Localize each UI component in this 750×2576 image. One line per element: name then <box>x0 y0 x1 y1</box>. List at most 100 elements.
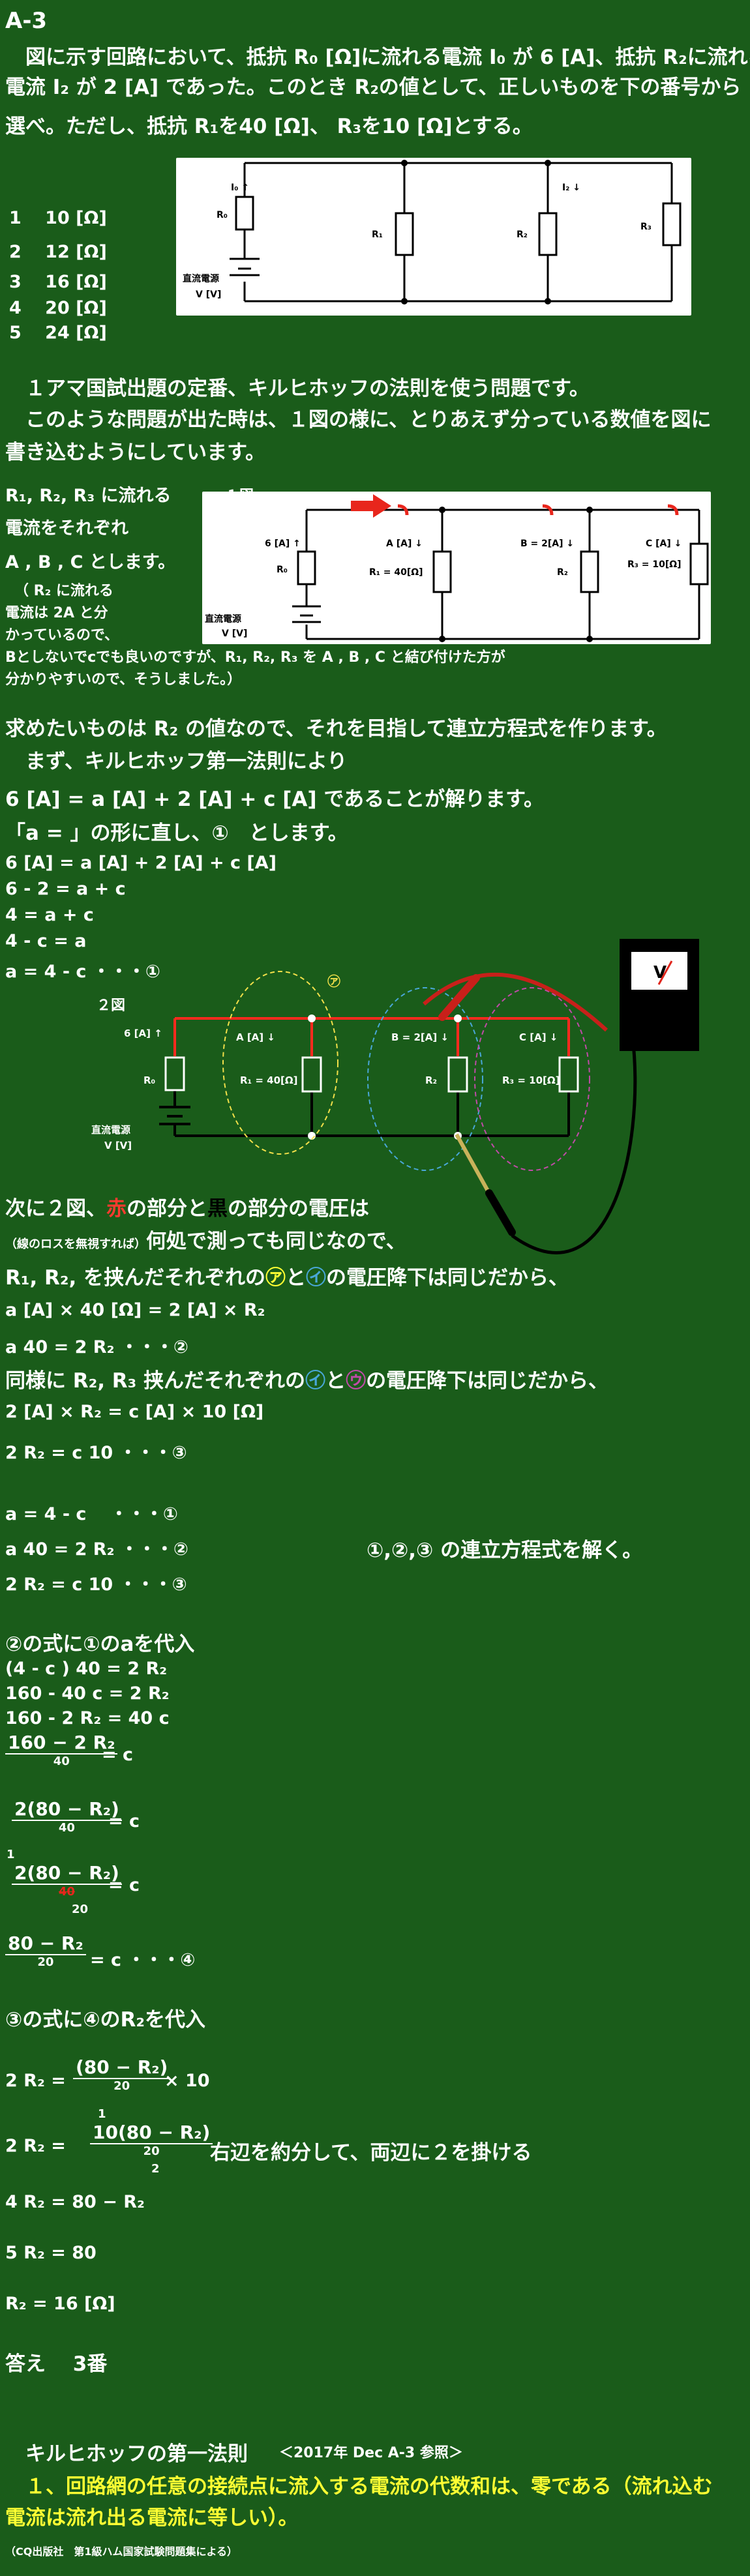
c1-r2-label: R₂ <box>517 229 528 240</box>
law-ref: ＜2017年 Dec A-3 参照＞ <box>279 2445 463 2461</box>
f2-r1-label: R₁ = 40[Ω] <box>240 1074 297 1086</box>
sec4-f3-twenty: 20 <box>72 1902 89 1916</box>
sec5-e1-num: (80 − R₂) <box>73 2056 171 2079</box>
f2-r2-label: R₂ <box>425 1074 437 1086</box>
note-7: Bとしないでcでも良いのですが、R₁, R₂, R₃ を A , B , C と… <box>5 649 505 666</box>
note-1: R₁, R₂, R₃ に流れる <box>5 486 172 506</box>
f2-voltage-label: V [V] <box>104 1140 132 1151</box>
sec4-f1-num: 160 − 2 R₂ <box>5 1732 118 1754</box>
f2-c-label: C [A] ↓ <box>519 1031 558 1043</box>
sec4-f4-num: 80 − R₂ <box>5 1932 86 1955</box>
f2-i0-label: 6 [A] ↑ <box>124 1028 162 1039</box>
sec1-3: 6 [A] = a [A] + 2 [A] + c [A] であることが解ります… <box>5 788 544 811</box>
sec4-f3-one: 1 <box>7 1848 15 1861</box>
sec2-l1e: の部分の電圧は <box>228 1197 369 1221</box>
branch-arrow-c-icon <box>667 504 679 516</box>
sec4-eq3: 160 - 2 R₂ = 40 c <box>5 1708 170 1728</box>
sec4-f3-rhs: = c <box>108 1875 140 1895</box>
sec2-eq4: 2 R₂ = c 10 ・・・③ <box>5 1443 187 1463</box>
sec5-e2-den: 20 <box>143 2144 160 2158</box>
sec1-eq4: 4 - c = a <box>5 931 87 951</box>
sec5-e1-den: 20 <box>113 2079 130 2093</box>
note-4: （ R₂ に流れる <box>14 583 113 599</box>
sec5-e2-one: 1 <box>98 2107 106 2121</box>
sec2-mark-u: ㋒ <box>346 1369 367 1393</box>
sec2-l2b: 何処で測っても同じなので、 <box>146 1230 406 1253</box>
f2-source-label: 直流電源 <box>91 1124 130 1136</box>
c1-r0-label: R₀ <box>217 210 228 220</box>
option-2: 2 12 [Ω] <box>9 242 107 262</box>
branch-arrow-a-icon <box>397 504 409 516</box>
sec5-e2-lhs: 2 R₂ = <box>5 2136 66 2156</box>
f1-r2-label: R₂ <box>557 567 568 578</box>
c1-r3-label: R₃ <box>640 222 652 232</box>
sec4-frac3: 2(80 − R₂) 40 <box>12 1862 122 1899</box>
figure-2-circuit: V ㋐ 6 [A] ↑ A [A] ↓ B = 2[A] ↓ C [A] ↓ R… <box>85 939 711 1284</box>
note-3: A , B , C とします。 <box>5 552 176 572</box>
law-source: （CQ出版社 第1級ハム国家試験問題集による） <box>5 2545 237 2558</box>
sec2-mark-i: ㋑ <box>306 1266 327 1290</box>
sec2-l3e: の電圧降下は同じだから、 <box>326 1266 569 1290</box>
sec2-line1: 次に２図、赤の部分と黒の部分の電圧は <box>5 1192 369 1221</box>
figure-1-circuit: 6 [A] ↑ A [A] ↓ B = 2[A] ↓ C [A] ↓ R₀ R₁… <box>202 492 711 644</box>
f2-r3-label: R₃ = 10[Ω] <box>502 1074 560 1086</box>
sec1-eq3: 4 = a + c <box>5 905 94 925</box>
c1-i0-label: I₀ ↑ <box>231 183 249 193</box>
c1-r1-label: R₁ <box>372 229 383 240</box>
sec1-1: 求めたいものは R₂ の値なので、それを目指して連立方程式を作ります。 <box>5 717 667 741</box>
sec1-4: 「a = 」の形に直し、① とします。 <box>5 822 348 845</box>
law-line-1: １、回路網の任意の接続点に流入する電流の代数和は、零である（流れ込む <box>5 2475 713 2498</box>
sec3-eq1: a = 4 - c ・・・① <box>5 1504 178 1524</box>
f2-a-label: A [A] ↓ <box>236 1031 275 1043</box>
sec4-frac2: 2(80 − R₂) 40 <box>12 1798 122 1835</box>
problem-text-2: 電流 I₂ が 2 [A] であった。このとき R₂の値として、正しいものを下の… <box>5 76 742 99</box>
sec5-e2-note: 右辺を約分して、両辺に２を掛ける <box>210 2141 532 2165</box>
sec4-f4-den: 20 <box>37 1955 54 1969</box>
sec2-l1a: 次に２図、 <box>5 1197 106 1221</box>
sec5-e1-rhs: × 10 <box>164 2071 210 2091</box>
f1-c-label: C [A] ↓ <box>646 539 682 549</box>
sec4-eq2: 160 - 40 c = 2 R₂ <box>5 1683 170 1704</box>
sec4-frac4: 80 − R₂ 20 <box>5 1932 86 1969</box>
sec1-eq5: a = 4 - c ・・・① <box>5 962 160 982</box>
sec3-eq3: 2 R₂ = c 10 ・・・③ <box>5 1575 187 1595</box>
c1-voltage-label: V [V] <box>196 289 221 300</box>
f1-r1-label: R₁ = 40[Ω] <box>369 567 423 578</box>
sec4-f2-num: 2(80 − R₂) <box>12 1798 122 1821</box>
sec2-line2: （線のロスを無視すれば）何処で測っても同じなので、 <box>5 1224 406 1254</box>
sec4-eq1: (4 - c ) 40 = 2 R₂ <box>5 1659 168 1679</box>
option-5: 5 24 [Ω] <box>9 323 107 343</box>
f1-a-label: A [A] ↓ <box>386 539 423 549</box>
f1-r0-label: R₀ <box>277 565 288 575</box>
option-1: 1 10 [Ω] <box>9 208 107 228</box>
sec4-head: ②の式に①のaを代入 <box>5 1633 195 1656</box>
f1-b-label: B = 2[A] ↓ <box>520 539 574 549</box>
sec4-f1-den: 40 <box>53 1754 70 1768</box>
note-8: 分かりやすいので、そうしました。） <box>5 672 242 688</box>
sec2-l2a: （線のロスを無視すれば） <box>5 1237 146 1251</box>
sec2-eq3: 2 [A] × R₂ = c [A] × 10 [Ω] <box>5 1402 264 1422</box>
note-2: 電流をそれぞれ <box>5 518 128 539</box>
f1-source-label: 直流電源 <box>205 614 241 625</box>
law-title: キルヒホッフの第一法則 <box>5 2442 248 2466</box>
intro-1: １アマ国試出題の定番、キルヒホッフの法則を使う問題です。 <box>5 377 590 400</box>
answer: 答え 3番 <box>5 2352 108 2376</box>
sec2-l4c: と <box>325 1369 346 1393</box>
sec2-mark-i2: ㋑ <box>305 1369 326 1393</box>
sec5-e4: 5 R₂ = 80 <box>5 2243 97 2263</box>
sec4-f1-rhs: = c <box>102 1745 134 1765</box>
f2-mark-a: ㋐ <box>327 973 340 989</box>
law-line-2: 電流は流れ出る電流に等しい）。 <box>5 2506 299 2530</box>
sec1-eq1: 6 [A] = a [A] + 2 [A] + c [A] <box>5 853 277 873</box>
option-3: 3 16 [Ω] <box>9 272 107 292</box>
sec5-frac2: 10(80 − R₂) 20 <box>90 2122 213 2158</box>
sec5-e1-lhs: 2 R₂ = <box>5 2071 66 2091</box>
fig2-label: ２図 <box>97 998 126 1014</box>
sec2-line4: 同様に R₂, R₃ 挟んだそれぞれの㋑と㋒の電圧降下は同じだから、 <box>5 1364 608 1393</box>
problem-text-1: 図に示す回路において、抵抗 R₀ [Ω]に流れる電流 I₀ が 6 [A]、抵抗… <box>5 46 750 69</box>
sec5-e3: 4 R₂ = 80 − R₂ <box>5 2192 145 2212</box>
sec3-note: ①,②,③ の連立方程式を解く。 <box>367 1539 643 1562</box>
problem-text-3: 選べ。ただし、抵抗 R₁を40 [Ω]、 R₃を10 [Ω]とする。 <box>5 115 533 138</box>
sec2-l3a: R₁, R₂, を挟んだそれぞれの <box>5 1266 266 1290</box>
sec2-l4a: 同様に R₂, R₃ 挟んだそれぞれの <box>5 1369 306 1393</box>
